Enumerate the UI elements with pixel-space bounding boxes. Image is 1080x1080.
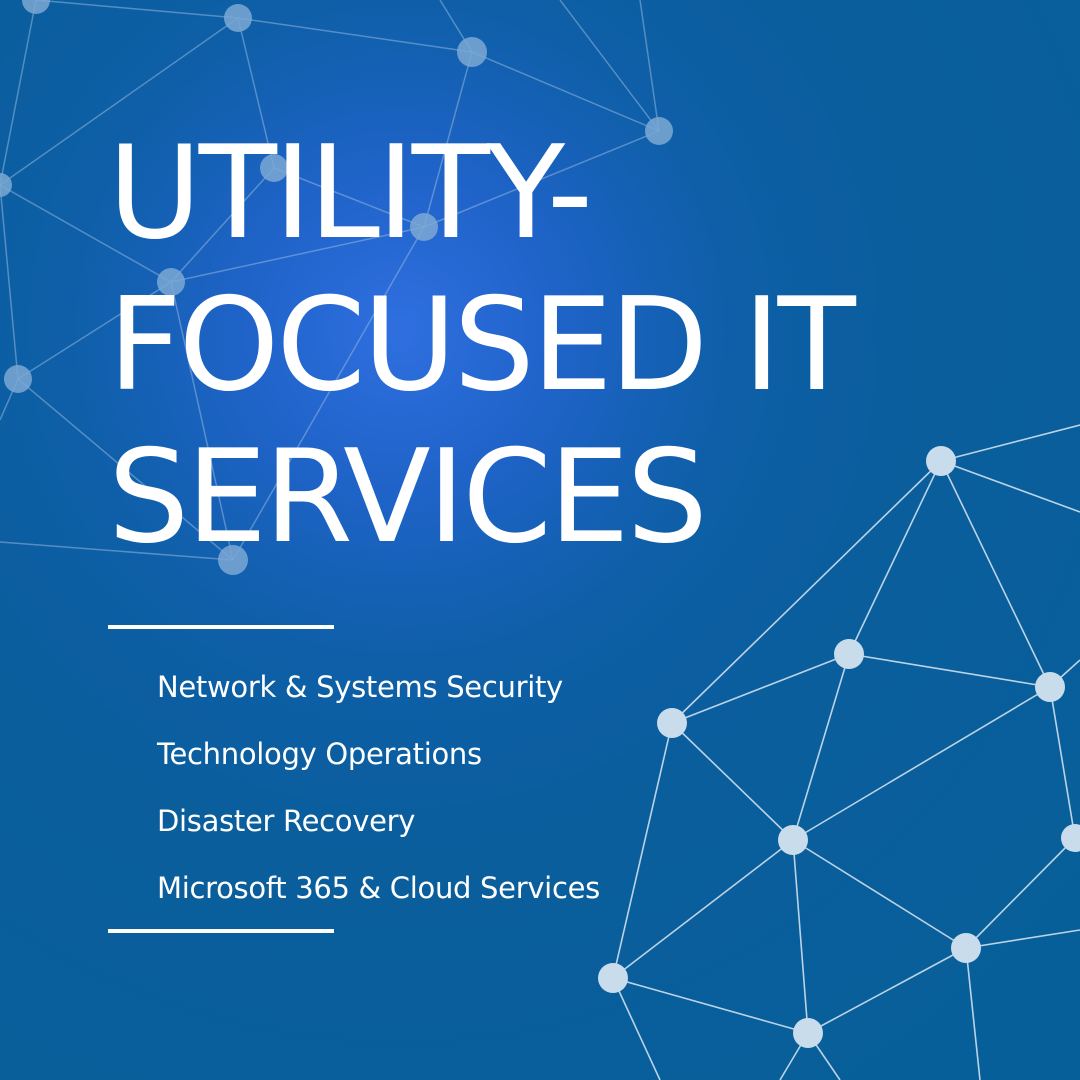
service-item: Microsoft 365 & Cloud Services	[157, 871, 600, 905]
network-nodes-top	[0, 0, 673, 575]
headline-line-1: UTILITY-	[108, 119, 593, 268]
service-item: Technology Operations	[157, 737, 482, 771]
headline-line-2: FOCUSED IT	[108, 271, 856, 420]
headline: UTILITY- FOCUSED IT SERVICES	[108, 118, 856, 574]
services-list: Network & Systems Security Technology Op…	[157, 654, 600, 922]
service-item: Disaster Recovery	[157, 804, 416, 838]
divider-bottom	[108, 929, 334, 933]
network-nodes-bottom	[598, 446, 1080, 1048]
headline-line-3: SERVICES	[108, 423, 708, 572]
network-lines-top	[0, 0, 660, 561]
network-lines-bottom	[612, 424, 1080, 1080]
divider-top	[108, 625, 334, 629]
service-item: Network & Systems Security	[157, 670, 563, 704]
